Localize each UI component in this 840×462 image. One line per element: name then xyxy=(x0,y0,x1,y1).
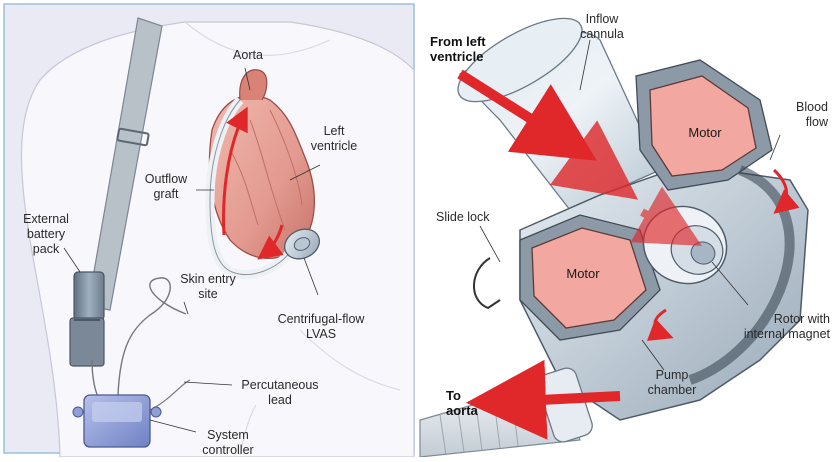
label-to-aorta: To aorta xyxy=(446,388,496,418)
label-slide-lock: Slide lock xyxy=(436,210,526,225)
external-battery-pack-device xyxy=(70,272,104,366)
label-left-ventricle: Left ventricle xyxy=(304,124,364,154)
label-inflow-cannula: Inflow cannula xyxy=(570,12,634,42)
label-percutaneous-lead: Percutaneous lead xyxy=(232,378,328,408)
label-from-left-ventricle: From left ventricle xyxy=(430,34,510,64)
label-rotor-with-internal-magnet: Rotor with internal magnet xyxy=(722,312,830,342)
torso-outline xyxy=(22,22,415,457)
label-blood-flow: Blood flow xyxy=(768,100,828,130)
label-external-battery-pack: External battery pack xyxy=(16,212,76,257)
system-controller-device xyxy=(73,395,161,447)
label-outflow-graft: Outflow graft xyxy=(134,172,198,202)
label-aorta: Aorta xyxy=(228,48,268,63)
label-skin-entry-site: Skin entry site xyxy=(172,272,244,302)
label-centrifugal-flow-lvas: Centrifugal-flow LVAS xyxy=(266,312,376,342)
label-pump-chamber: Pump chamber xyxy=(642,368,702,398)
arrow-to-aorta xyxy=(486,396,620,402)
label-system-controller: System controller xyxy=(192,428,264,458)
label-motor-lower: Motor xyxy=(558,266,608,281)
label-motor-upper: Motor xyxy=(680,125,730,140)
